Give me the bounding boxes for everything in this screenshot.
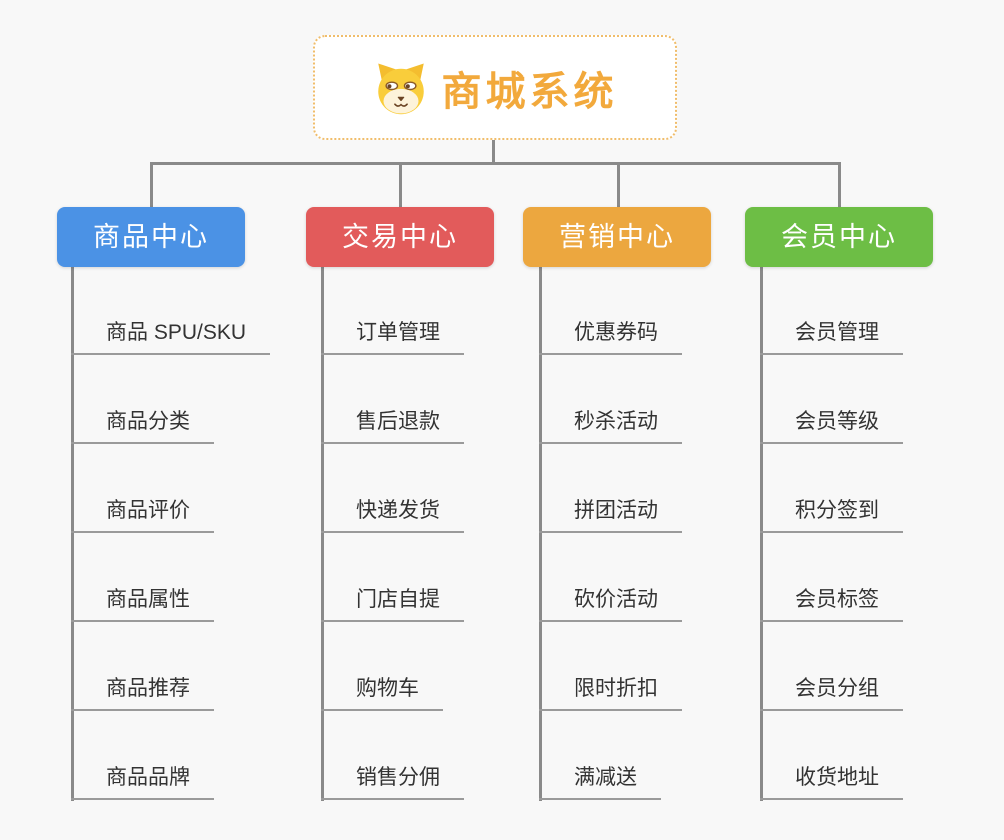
branch-node-marketing-center[interactable]: 营销中心 [523, 207, 711, 267]
leaf-node[interactable]: 限时折扣 [539, 674, 682, 711]
leaf-node[interactable]: 会员管理 [760, 318, 903, 355]
leaf-node[interactable]: 商品品牌 [71, 763, 214, 800]
connector-drop-member [838, 162, 841, 208]
leaf-node[interactable]: 门店自提 [321, 585, 464, 622]
shiba-dog-icon [373, 60, 429, 116]
branch-node-trade-center[interactable]: 交易中心 [306, 207, 494, 267]
leaf-node[interactable]: 购物车 [321, 674, 443, 711]
leaf-node[interactable]: 售后退款 [321, 407, 464, 444]
leaf-node[interactable]: 销售分佣 [321, 763, 464, 800]
leaf-node[interactable]: 商品属性 [71, 585, 214, 622]
leaf-node[interactable]: 积分签到 [760, 496, 903, 533]
branch-spine-trade [321, 266, 324, 801]
leaf-node[interactable]: 商品推荐 [71, 674, 214, 711]
leaf-node[interactable]: 快递发货 [321, 496, 464, 533]
branch-spine-marketing [539, 266, 542, 801]
leaf-node[interactable]: 砍价活动 [539, 585, 682, 622]
leaf-node[interactable]: 商品评价 [71, 496, 214, 533]
leaf-node[interactable]: 满减送 [539, 763, 661, 800]
leaf-node[interactable]: 收货地址 [760, 763, 903, 800]
leaf-node[interactable]: 商品 SPU/SKU [71, 318, 271, 355]
branch-node-member-center[interactable]: 会员中心 [745, 207, 933, 267]
leaf-node[interactable]: 商品分类 [71, 407, 214, 444]
root-node[interactable]: 商城系统 [313, 35, 677, 140]
branch-spine-member [760, 266, 763, 801]
leaf-node[interactable]: 订单管理 [321, 318, 464, 355]
leaf-node[interactable]: 秒杀活动 [539, 407, 682, 444]
connector-root-stem [492, 140, 495, 163]
connector-drop-trade [399, 162, 402, 208]
branch-node-product-center[interactable]: 商品中心 [57, 207, 245, 267]
connector-drop-product [150, 162, 153, 208]
leaf-node[interactable]: 拼团活动 [539, 496, 682, 533]
leaf-node[interactable]: 优惠券码 [539, 318, 682, 355]
connector-drop-marketing [617, 162, 620, 208]
leaf-node[interactable]: 会员等级 [760, 407, 903, 444]
leaf-node[interactable]: 会员标签 [760, 585, 903, 622]
branch-spine-product [71, 266, 74, 801]
connector-horizontal-bar [150, 162, 841, 165]
leaf-node[interactable]: 会员分组 [760, 674, 903, 711]
root-title: 商城系统 [441, 69, 618, 114]
